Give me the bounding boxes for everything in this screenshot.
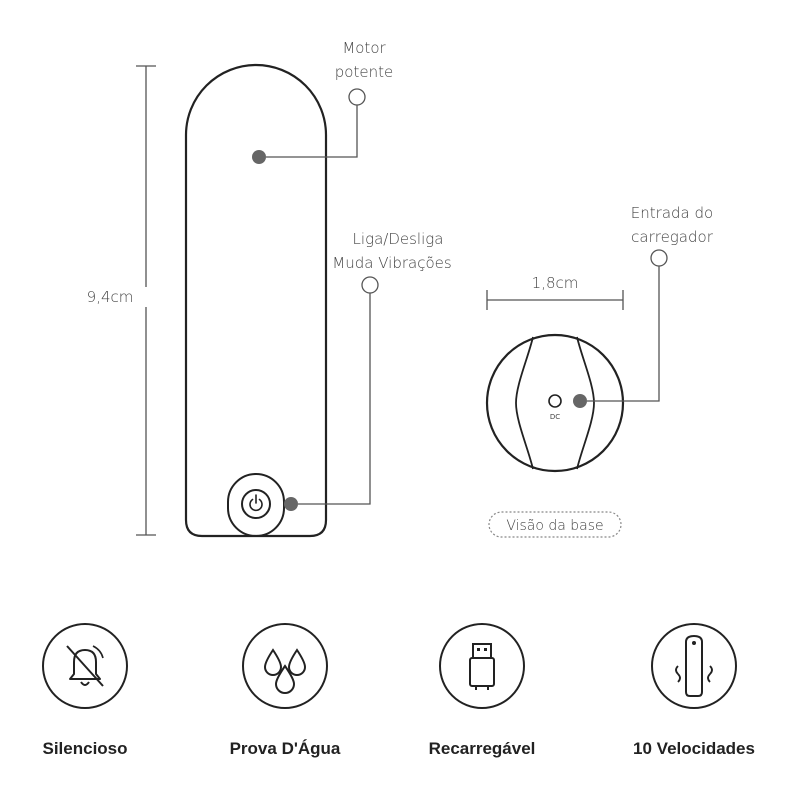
feature-rechargeable-label: Recarregável bbox=[428, 739, 536, 758]
usb-plug-icon bbox=[439, 623, 525, 709]
muted-bell-icon bbox=[42, 623, 128, 709]
feature-waterproof: Prova D'Água bbox=[205, 622, 365, 759]
power-button-housing bbox=[227, 473, 285, 537]
power-callout-ring bbox=[361, 276, 379, 294]
power-icon bbox=[249, 494, 263, 512]
feature-speeds: 10 Velocidades bbox=[614, 622, 774, 759]
feature-waterproof-label: Prova D'Água bbox=[229, 739, 341, 758]
power-button[interactable] bbox=[241, 489, 271, 519]
power-marker bbox=[284, 497, 298, 511]
charger-port bbox=[548, 394, 562, 408]
motor-label-line2: potente bbox=[335, 63, 393, 81]
motor-marker bbox=[252, 150, 266, 164]
charger-label-line2: carregador bbox=[631, 228, 714, 246]
water-drops-icon bbox=[242, 623, 328, 709]
width-label: 1,8cm bbox=[532, 274, 579, 292]
feature-silent: Silencioso bbox=[5, 622, 165, 759]
dc-label: DC bbox=[550, 413, 560, 421]
vibrating-device-icon bbox=[651, 623, 737, 709]
width-dimension bbox=[486, 290, 624, 310]
charger-callout-ring bbox=[650, 249, 668, 267]
charger-leader-line bbox=[587, 266, 660, 402]
motor-callout-ring bbox=[348, 88, 366, 106]
motor-label-line1: Motor bbox=[342, 39, 386, 57]
power-leader-line bbox=[298, 293, 371, 505]
base-outline bbox=[485, 333, 625, 473]
feature-speeds-label: 10 Velocidades bbox=[633, 739, 755, 758]
power-label-line1: Liga/Desliga bbox=[353, 230, 444, 248]
device-body bbox=[184, 63, 328, 538]
power-label-line2: Muda Vibrações bbox=[332, 254, 451, 272]
base-grip-shape bbox=[515, 336, 595, 470]
feature-rechargeable: Recarregável bbox=[402, 622, 562, 759]
charger-marker bbox=[573, 394, 587, 408]
charger-label-line1: Entrada do bbox=[631, 204, 713, 222]
base-view-label: Visão da base bbox=[506, 518, 603, 534]
motor-leader-line bbox=[266, 105, 358, 158]
feature-silent-label: Silencioso bbox=[42, 739, 128, 758]
height-label: 9,4cm bbox=[87, 288, 134, 306]
height-label-bg bbox=[118, 287, 174, 307]
base-view-badge bbox=[488, 511, 622, 538]
